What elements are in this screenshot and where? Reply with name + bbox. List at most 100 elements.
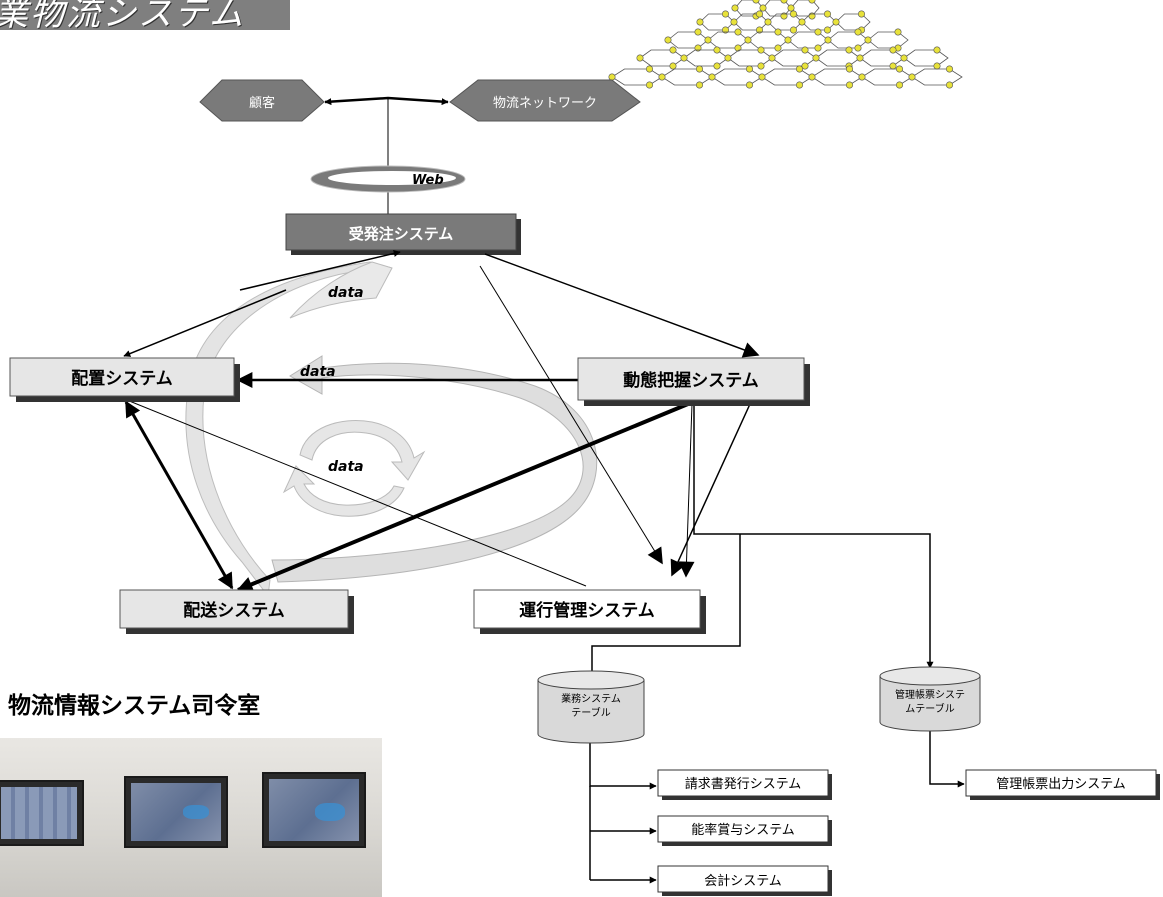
honeycomb-cell: [787, 31, 829, 49]
control-room-photo: [0, 738, 382, 897]
report-system-label: 管理帳票出力システム: [996, 777, 1126, 792]
honeycomb-node: [768, 54, 776, 62]
business-table-label-2: テーブル: [571, 706, 610, 719]
invoice-system-box: 請求書発行システム: [657, 769, 832, 800]
honeycomb-cell: [903, 49, 949, 67]
customer-label: 顧客: [249, 95, 275, 111]
operation-system-box: 運行管理システム: [473, 589, 706, 634]
honeycomb-node: [764, 18, 772, 26]
data-label-1: data: [328, 285, 364, 301]
mgmt-table-label-2: ムテーブル: [905, 702, 954, 715]
honeycomb-cell: [867, 31, 909, 49]
report-system-box: 管理帳票出力システム: [965, 769, 1160, 800]
honeycomb-node: [789, 10, 797, 18]
honeycomb-node: [908, 73, 916, 81]
honeycomb-node: [845, 65, 853, 73]
control-room-title: 物流情報システム司令室: [8, 693, 261, 719]
honeycomb-cell: [711, 68, 763, 86]
operation-system-label: 運行管理システム: [519, 600, 655, 621]
honeycomb-node: [734, 28, 742, 36]
honeycomb-node: [713, 62, 721, 70]
honeycomb-node: [745, 65, 753, 73]
network-label: 物流ネットワーク: [493, 96, 597, 111]
delivery-system-label: 配送システム: [183, 600, 285, 621]
honeycomb-node: [694, 28, 702, 36]
honeycomb-node: [933, 46, 941, 54]
honeycomb-node: [780, 12, 788, 20]
delivery-system-box: 配送システム: [119, 589, 354, 634]
honeycomb-node: [808, 0, 816, 4]
honeycomb-node: [801, 62, 809, 70]
honeycomb-node: [608, 73, 616, 81]
honeycomb-cell: [747, 31, 789, 49]
monitor-1: [0, 780, 84, 846]
honeycomb-cell: [815, 49, 861, 67]
honeycomb-node: [713, 46, 721, 54]
honeycomb-cell: [811, 68, 863, 86]
monitor-3: [262, 772, 366, 848]
allocation-system-box: 配置システム: [9, 357, 240, 402]
honeycomb-node: [854, 44, 862, 52]
honeycomb-node: [664, 36, 672, 44]
honeycomb-node: [721, 10, 729, 18]
honeycomb-cell: [699, 13, 735, 31]
page-title: 業物流システム: [0, 0, 245, 30]
honeycomb-cell: [707, 31, 749, 49]
honeycomb-node: [757, 62, 765, 70]
honeycomb-node: [858, 73, 866, 81]
customer-node: 顧客: [199, 79, 325, 122]
honeycomb-node: [755, 10, 763, 18]
honeycomb-cell: [667, 31, 709, 49]
honeycomb-cell: [861, 68, 913, 86]
honeycomb-node: [894, 28, 902, 36]
honeycomb-node: [744, 36, 752, 44]
monitor-2: [124, 776, 228, 848]
honeycomb-cell: [790, 0, 820, 17]
honeycomb-node: [774, 28, 782, 36]
honeycomb-node: [895, 65, 903, 73]
honeycomb-node: [669, 62, 677, 70]
honeycomb-node: [801, 46, 809, 54]
honeycomb-node: [808, 73, 816, 81]
honeycomb-node: [658, 73, 666, 81]
honeycomb-node: [784, 36, 792, 44]
business-table-cylinder: 業務システム テーブル: [537, 670, 645, 744]
system-connectors: [121, 250, 965, 884]
honeycomb-node: [730, 18, 738, 26]
honeycomb-node: [832, 18, 840, 26]
honeycomb-node: [695, 81, 703, 89]
honeycomb-node: [780, 0, 788, 4]
honeycomb-node: [945, 65, 953, 73]
honeycomb-cell: [683, 49, 729, 67]
honeycomb-cell: [827, 31, 869, 49]
business-table-label-1: 業務システム: [561, 692, 621, 705]
data-label-2: data: [300, 364, 336, 380]
honeycomb-node: [636, 54, 644, 62]
honeycomb-node: [695, 65, 703, 73]
honeycomb-node: [864, 36, 872, 44]
web-label: Web: [412, 173, 444, 188]
network-node: 物流ネットワーク: [449, 79, 641, 122]
honeycomb-node: [755, 26, 763, 34]
honeycomb-node: [759, 4, 767, 12]
honeycomb-node: [696, 18, 704, 26]
honeycomb-cell: [639, 49, 685, 67]
order-system-label: 受発注システム: [349, 225, 454, 243]
honeycomb-node: [857, 10, 865, 18]
honeycomb-node: [752, 0, 760, 4]
efficiency-system-label: 能率賞与システム: [691, 822, 795, 838]
honeycomb-node: [724, 54, 732, 62]
honeycomb-node: [721, 26, 729, 34]
honeycomb-node: [795, 65, 803, 73]
data-flow-bands: data data data: [185, 261, 598, 598]
mgmt-table-label-1: 管理帳票システ: [895, 688, 965, 701]
accounting-system-box: 会計システム: [657, 865, 832, 896]
customer-network-connector: [324, 96, 449, 106]
efficiency-system-box: 能率賞与システム: [657, 815, 832, 846]
honeycomb-node: [889, 62, 897, 70]
honeycomb-node: [645, 65, 653, 73]
honeycomb-node: [823, 10, 831, 18]
honeycomb-cell: [727, 49, 773, 67]
honeycomb-node: [669, 46, 677, 54]
